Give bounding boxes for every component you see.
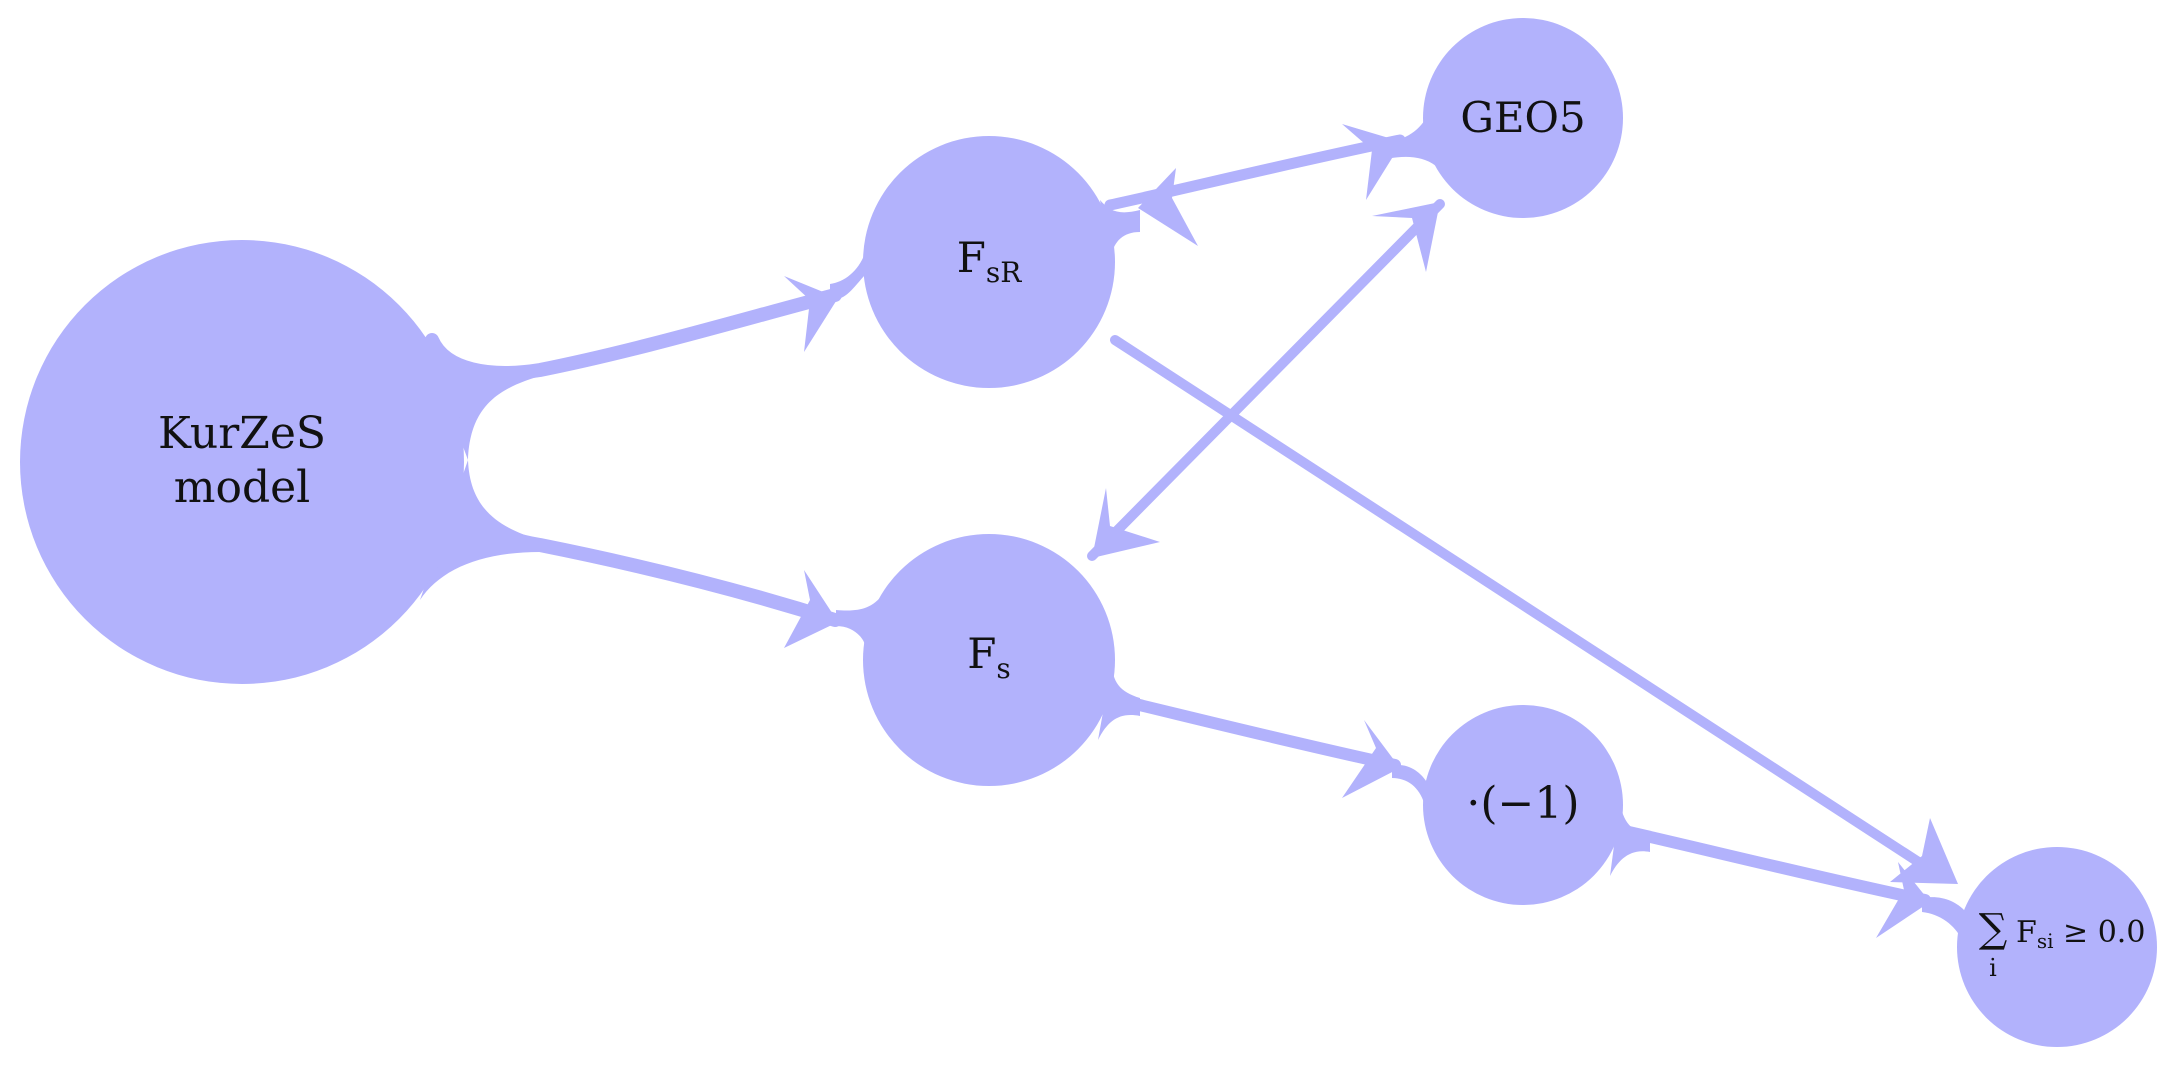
node-sum-expression: Fsi ≥ 0.0 xyxy=(2016,915,2145,953)
node-negate: ·(−1) xyxy=(1392,705,1650,905)
arrowhead-into-sum-from-neg xyxy=(1876,862,1930,938)
edge-neg-to-sum xyxy=(1614,824,1931,906)
node-sum-sub: si xyxy=(2037,929,2054,953)
node-sum-rest: ≥ 0.0 xyxy=(2054,915,2146,950)
node-negate-left-cusp xyxy=(1392,764,1428,810)
node-fs-right-cusp xyxy=(1098,662,1140,740)
node-geo5-label: GEO5 xyxy=(1460,93,1585,142)
node-negate-right-cusp xyxy=(1610,800,1650,876)
node-geo5-left-cusp xyxy=(1380,110,1436,166)
arrowhead-into-fsr-from-geo5 xyxy=(1138,168,1198,246)
node-fsr-label: FsR xyxy=(957,233,1023,289)
node-kurzes-circle xyxy=(20,240,464,684)
edges xyxy=(420,124,1958,938)
node-fsr-sub: sR xyxy=(986,256,1022,289)
node-sum-index: i xyxy=(1989,954,1997,982)
node-fsr-left-cusp xyxy=(830,250,866,300)
blob-kurzes-lower-tail xyxy=(420,460,540,600)
arrowhead-into-geo5 xyxy=(1342,124,1402,200)
node-fsr-main: F xyxy=(957,233,986,282)
edge-fsr-to-geo5 xyxy=(1104,134,1406,211)
node-fs-sub: s xyxy=(996,652,1010,685)
edge-fs-geo5-diagonal xyxy=(1087,199,1445,561)
nodes: KurZeS model FsR GEO5 Fs xyxy=(20,18,2157,1047)
node-sum-sigma: ∑ xyxy=(1979,906,2008,952)
node-kurzes-line1: KurZeS xyxy=(158,408,326,459)
node-kurzes-line2: model xyxy=(174,462,311,513)
arrowhead-into-fs xyxy=(784,570,838,648)
node-sum-circle xyxy=(1957,847,2157,1047)
node-fs-left-cusp xyxy=(836,598,880,650)
node-sum-main: F xyxy=(2016,915,2037,950)
node-negate-circle xyxy=(1423,705,1623,905)
arrowhead-into-fsr xyxy=(784,276,838,352)
node-geo5-circle xyxy=(1423,18,1623,218)
edge-fs-to-neg xyxy=(1104,692,1401,771)
node-negate-label: ·(−1) xyxy=(1466,778,1579,829)
node-fsr-circle xyxy=(863,136,1115,388)
node-fsr-right-cusp xyxy=(1100,200,1140,262)
node-fs-circle xyxy=(863,534,1115,786)
arrowhead-into-fs-diagonal xyxy=(1092,488,1160,558)
node-kurzes-model: KurZeS model xyxy=(20,240,464,684)
node-fs: Fs xyxy=(836,534,1140,786)
arrowhead-into-neg xyxy=(1342,720,1400,798)
edge-kurzes-to-fsr xyxy=(425,288,842,380)
arrowhead-into-sum-from-fsr xyxy=(1890,818,1958,884)
node-sum-left-cusp xyxy=(1922,897,1966,940)
node-geo5: GEO5 xyxy=(1380,18,1623,218)
node-fsr: FsR xyxy=(830,136,1140,388)
node-fs-label: Fs xyxy=(967,629,1011,685)
node-fs-main: F xyxy=(967,629,996,678)
arrowhead-into-geo5-diagonal xyxy=(1372,202,1440,272)
node-sum: ∑ i Fsi ≥ 0.0 xyxy=(1922,847,2157,1047)
edge-kurzes-to-fs xyxy=(463,503,842,627)
blob-kurzes-upper-tail xyxy=(420,330,540,460)
edge-fsr-to-sum xyxy=(1110,335,1945,881)
